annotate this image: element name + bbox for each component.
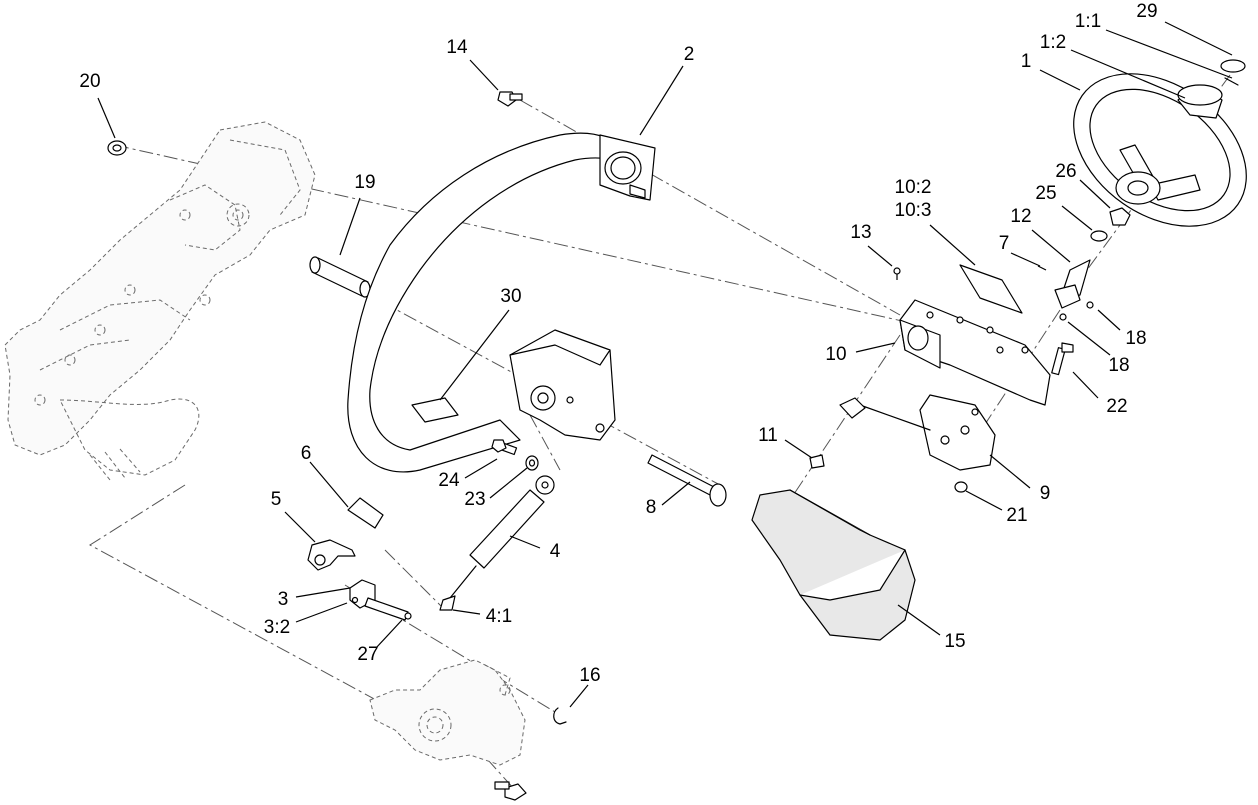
part-2-steering-support — [347, 132, 656, 473]
part-12-steering-shaft — [1054, 259, 1091, 309]
callout-3: 3 — [278, 589, 289, 610]
part-16-clip — [553, 707, 567, 725]
callout-18a: 18 — [1125, 328, 1146, 349]
callout-13: 13 — [850, 222, 871, 243]
callout-4: 4 — [550, 541, 561, 562]
part-19-pivot-tube — [309, 256, 371, 298]
callout-7: 7 — [999, 233, 1010, 254]
callout-10: 10 — [825, 344, 846, 365]
part-27-pin — [404, 612, 412, 620]
lower-pedal-mount-ghost — [369, 659, 526, 766]
callout-26: 26 — [1055, 161, 1076, 182]
part-14-bolt — [497, 91, 523, 107]
part-6-handle — [347, 497, 384, 529]
part-3-pawl-shaft — [349, 579, 409, 621]
callout-14: 14 — [446, 37, 468, 58]
callout-10-3: 10:3 — [895, 200, 932, 221]
callout-21: 21 — [1006, 505, 1027, 526]
chassis-frame-ghost — [4, 121, 316, 481]
part-9-tilt-mechanism — [839, 394, 996, 471]
part-8-pin — [647, 454, 727, 507]
callout-29: 29 — [1136, 1, 1157, 22]
callout-labels: 29 1:1 1:2 1 20 14 2 19 26 25 10:2 10:3 … — [79, 1, 1157, 686]
callout-24: 24 — [438, 470, 460, 491]
part-4-gas-spring — [439, 475, 555, 611]
callout-8: 8 — [646, 497, 657, 518]
callout-18b: 18 — [1108, 355, 1129, 376]
part-11-clip — [809, 454, 825, 469]
callout-3-2: 3:2 — [264, 617, 290, 638]
lower-bolt — [494, 781, 527, 801]
callout-30: 30 — [500, 286, 521, 307]
callout-23: 23 — [464, 489, 485, 510]
part-13-screw — [893, 267, 901, 280]
callout-11: 11 — [758, 425, 778, 446]
part-15-column-cover — [751, 489, 916, 641]
part-26-nut — [1109, 207, 1131, 226]
callout-20: 20 — [79, 71, 100, 92]
part-21-nut — [954, 481, 968, 493]
part-29-emblem — [1220, 59, 1246, 73]
callout-1-1: 1:1 — [1075, 11, 1101, 32]
callout-1: 1 — [1021, 51, 1032, 72]
callout-1-2: 1:2 — [1040, 32, 1066, 53]
leader-lines — [97, 21, 1233, 708]
part-22-bolt — [1051, 342, 1074, 376]
callout-16: 16 — [579, 665, 600, 686]
part-1-steering-wheel — [1073, 73, 1247, 227]
part-1-2-horn-cap — [1177, 84, 1223, 119]
callout-15: 15 — [944, 631, 965, 652]
part-5-latch — [307, 539, 356, 571]
part-7-pin — [1037, 265, 1047, 271]
callout-4-1: 4:1 — [486, 606, 512, 627]
callout-9: 9 — [1040, 483, 1051, 504]
callout-10-2: 10:2 — [895, 177, 932, 198]
callout-6: 6 — [301, 443, 312, 464]
callout-25: 25 — [1035, 183, 1056, 204]
part-18-screws — [1059, 301, 1094, 321]
callout-5: 5 — [271, 489, 282, 510]
part-25-washer — [1090, 230, 1108, 242]
part-10-2-decal — [959, 264, 1023, 314]
callout-12: 12 — [1010, 206, 1031, 227]
callout-2: 2 — [684, 44, 695, 65]
part-23-washer — [525, 455, 539, 471]
callout-27: 27 — [357, 644, 378, 665]
callout-19: 19 — [354, 172, 375, 193]
part-20-nut — [107, 140, 127, 156]
part-30-decal — [411, 397, 459, 423]
pedal-bracket — [509, 329, 616, 441]
part-1-1-screw — [1224, 77, 1239, 86]
part-10-column-bracket — [899, 299, 1051, 406]
part-24-bolt — [491, 439, 518, 456]
callout-22: 22 — [1106, 396, 1127, 417]
